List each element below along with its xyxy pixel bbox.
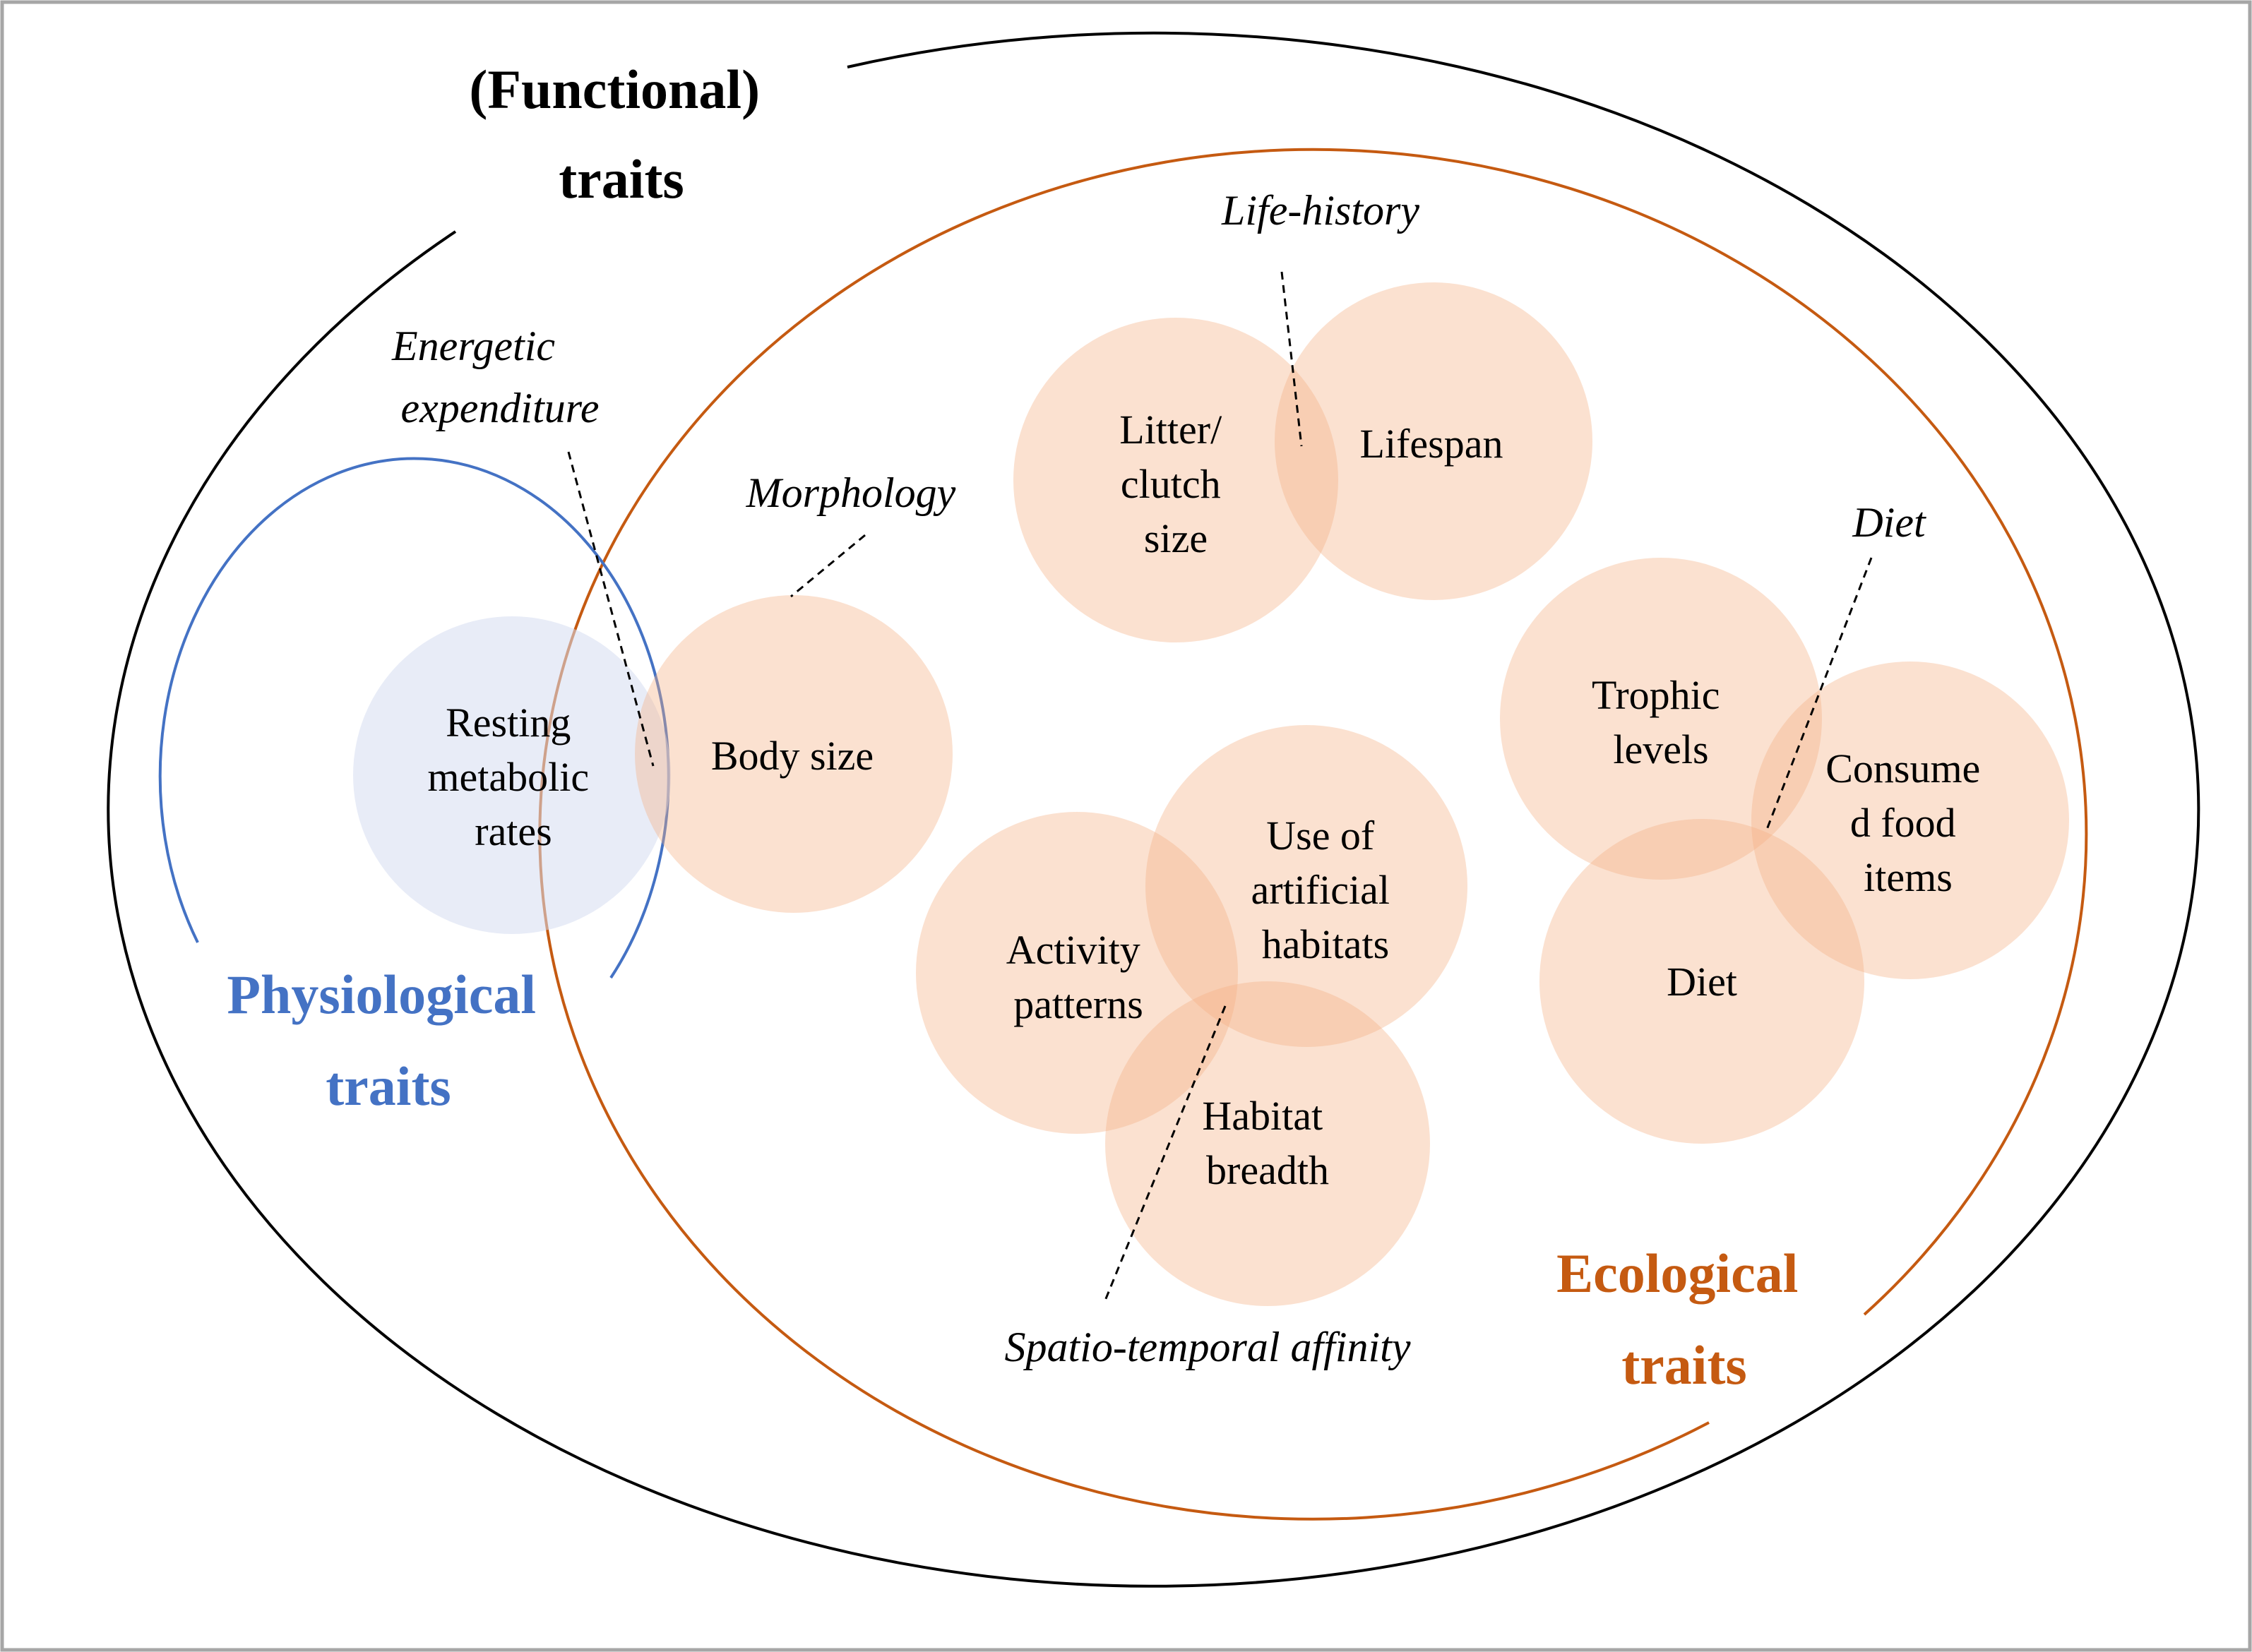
activity-patterns-circle [916,812,1238,1134]
lifespan-label: Lifespan [1360,421,1503,467]
resting-label-line-2: metabolic [427,754,589,800]
trophic-levels-circle [1500,558,1822,880]
diet-label: Diet [1667,959,1737,1005]
trophic-label-line-1: Trophic [1592,672,1720,718]
trophic-label-line-2: levels [1613,726,1708,772]
functional-title-line-1: (Functional) [469,59,760,120]
morphology-leader-line [790,534,866,598]
leader-lines [567,271,1873,1301]
ecological-title-line-2: traits [1621,1334,1747,1396]
physiological-title-line-1: Physiological [227,964,536,1025]
ecological-traits-title: Ecological traits [1556,1243,1812,1396]
functional-traits-title: (Functional) traits [469,59,773,210]
morphology-label: Morphology [746,469,956,516]
energetic-expenditure-label: Energetic expenditure [391,323,600,431]
artificial-label-line-2: artificial [1251,867,1390,913]
habitat-label-line-2: breadth [1206,1147,1329,1193]
activity-label-line-2: patterns [1013,981,1143,1027]
habitat-label-line-1: Habitat [1202,1093,1323,1139]
consumed-label-line-3: items [1864,854,1953,900]
litter-label-line-3: size [1144,515,1208,561]
ecological-traits-boundary [538,148,2088,1521]
activity-patterns-label: Activity patterns [1006,927,1151,1027]
diet-category-label: Diet [1852,499,1926,546]
resting-metabolic-rates-circle [353,616,671,934]
body-size-circle [635,595,953,913]
energetic-label-line-2: expenditure [401,385,600,431]
life-history-label: Life-history [1221,187,1419,234]
ecological-title-line-1: Ecological [1556,1243,1798,1304]
lifespan-label-line-1: Lifespan [1360,421,1503,467]
spatio-temporal-affinity-label: Spatio-temporal affinity [1005,1324,1411,1370]
diet-circle [1539,819,1864,1144]
physiological-traits-title: Physiological traits [227,964,549,1117]
consumed-food-items-circle [1751,662,2069,979]
energetic-leader-line [567,451,655,767]
diet-leader-line [1764,557,1873,834]
trait-circles [353,282,2069,1306]
life-history-leader-line [1280,271,1303,447]
energetic-label-line-1: Energetic [391,323,555,369]
litter-clutch-size-label: Litter/ clutch size [1119,407,1232,561]
habitat-breadth-circle [1105,981,1430,1306]
consumed-label-line-2: d food [1850,800,1956,846]
trophic-levels-label: Trophic levels [1592,672,1730,772]
artificial-label-line-3: habitats [1262,921,1389,967]
litter-clutch-size-circle [1013,318,1338,642]
resting-label-line-3: rates [475,808,552,854]
functional-traits-boundary [107,31,2200,1588]
consumed-label-line-1: Consume [1825,746,1980,791]
resting-label-line-1: Resting [446,700,571,746]
use-of-artificial-habitats-circle [1145,725,1467,1047]
activity-label-line-1: Activity [1006,927,1140,973]
body-size-label: Body size [711,733,874,779]
use-of-artificial-habitats-label: Use of artificial habitats [1251,813,1400,967]
artificial-label-line-1: Use of [1266,813,1375,858]
functional-title-line-2: traits [559,148,684,210]
habitat-breadth-label: Habitat breadth [1202,1093,1333,1193]
litter-label-line-1: Litter/ [1119,407,1222,453]
diet-label-line-1: Diet [1667,959,1737,1005]
physiological-title-line-2: traits [326,1055,451,1117]
lifespan-circle [1275,282,1592,600]
body-size-label-line-1: Body size [711,733,874,779]
resting-metabolic-rates-label: Resting metabolic rates [427,700,599,854]
litter-label-line-2: clutch [1121,461,1221,507]
consumed-food-items-label: Consume d food items [1825,746,1991,900]
